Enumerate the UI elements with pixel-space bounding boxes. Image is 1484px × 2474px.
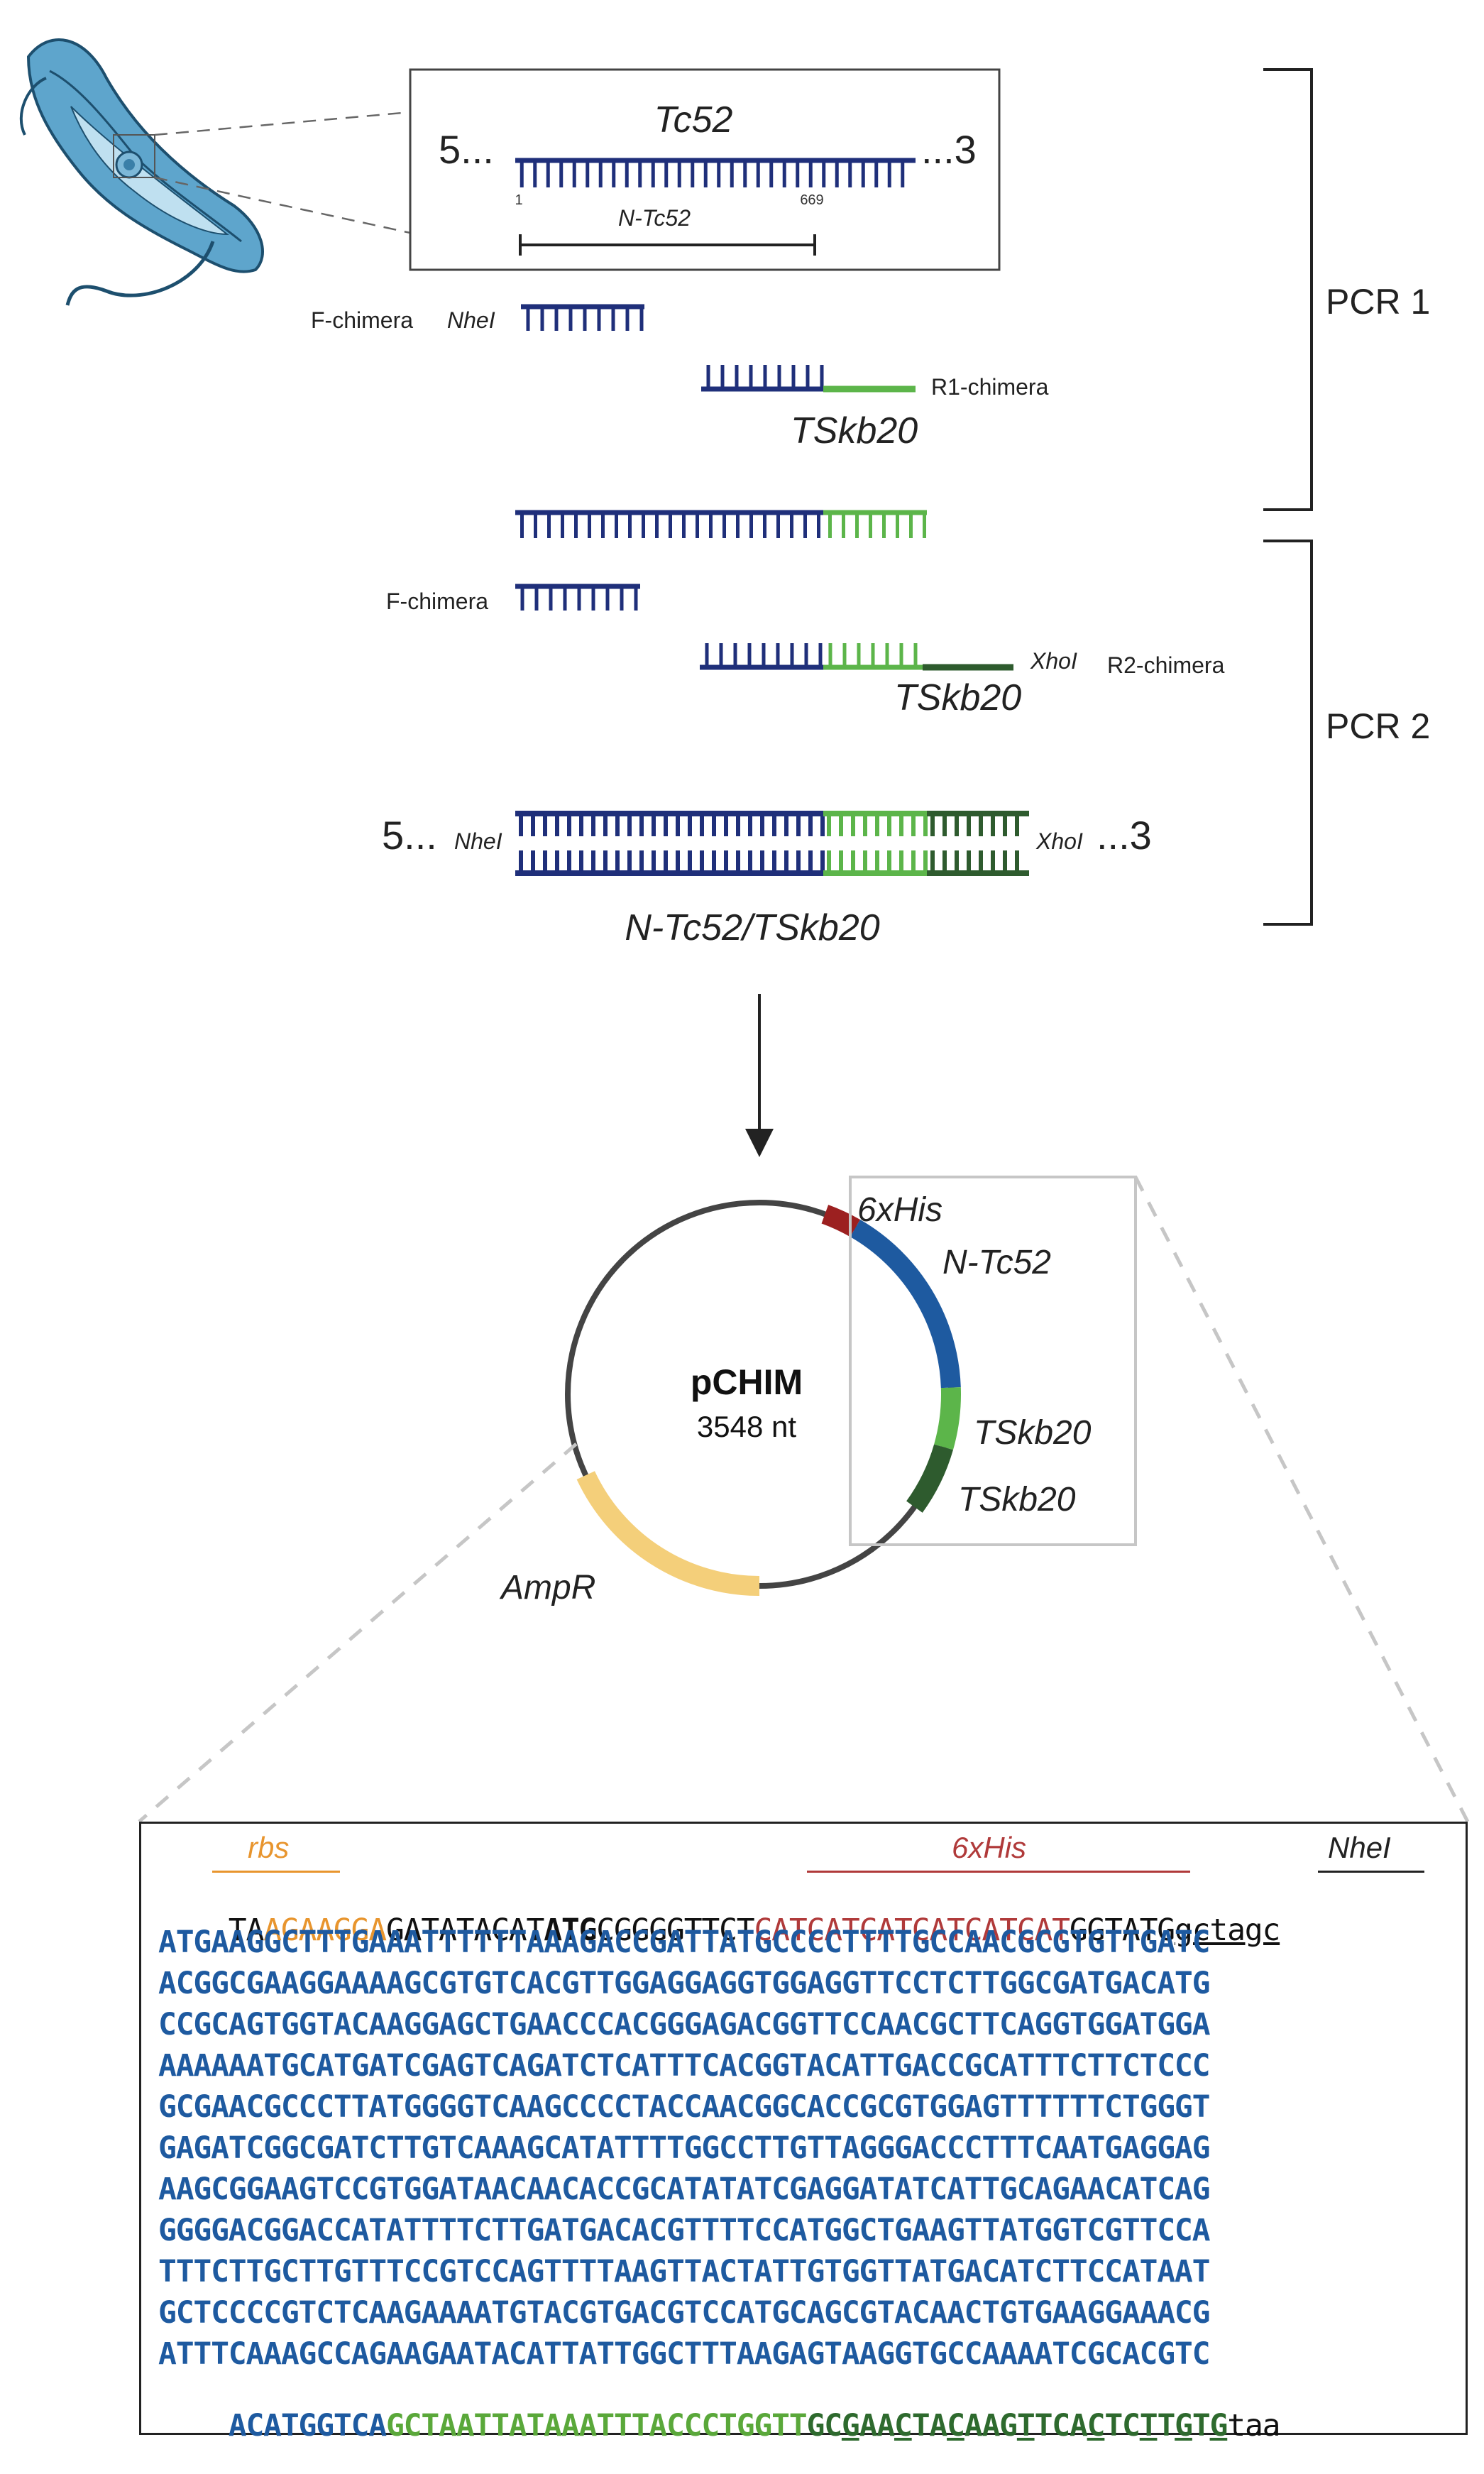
seq-zoom-line-left (138, 1443, 578, 1823)
seq0-nhei-site: gctagc (1175, 1912, 1280, 1948)
nhei-line (1318, 1871, 1424, 1873)
rbs-label: rbs (248, 1831, 290, 1864)
plasmid-name: pCHIM (691, 1362, 803, 1402)
pcr1-r1-chimera-label: R1-chimera (931, 374, 1049, 400)
tick-end-label: 669 (800, 192, 823, 208)
seq12-dg-8: TCA (1034, 2408, 1088, 2443)
seq-line-2: ACGGCGAAGGAAAAGCGTGTCACGTTGGAGGAGGTGGAGG… (158, 1966, 1210, 2001)
pcr2-r2-chimera-label: R2-chimera (1107, 652, 1225, 678)
tc52-label: Tc52 (654, 99, 733, 141)
seq-line-10: GCTCCCCGTCTCAAGAAAATGTACGTGACGTCCATGCAGC… (158, 2295, 1210, 2331)
pcr1-f-primer (521, 304, 644, 331)
his-line (807, 1871, 1190, 1873)
seq-line-3: CCGCAGTGGTACAAGGAGCTGAACCCACGGGAGACGGTTC… (158, 2007, 1210, 2042)
ntc52-top-label: N-Tc52 (618, 205, 691, 231)
product-five-prime-label: 5... (382, 813, 437, 858)
seq0-c: CGGGGTTCT (596, 1912, 754, 1948)
pcr2-label: PCR 2 (1326, 706, 1430, 746)
seq0-d: GGTATG (1069, 1912, 1175, 1948)
plasmid-ntc52-label: N-Tc52 (942, 1244, 1051, 1281)
seq12-blue: ACATGGTCA (228, 2408, 387, 2443)
seq12-dg-2: AA (859, 2408, 896, 2443)
product-name-label: N-Tc52/TSkb20 (625, 907, 879, 948)
plasmid-his-label: 6xHis (857, 1191, 942, 1229)
seq12-stop: taa (1227, 2408, 1280, 2443)
seq12-dg-14: T (1192, 2408, 1211, 2443)
seq-line-12: ACATGGTCAGCTAATTATAAATTTACCCTGGTTGCGAACT… (158, 2380, 1281, 2472)
seq12-dg-6: AAG (964, 2408, 1018, 2443)
rbs-line (212, 1871, 340, 1873)
seq0-b: GATATACAT (385, 1912, 544, 1948)
seq12-dg-11: T (1139, 2408, 1158, 2443)
seq12-dg-10: TC (1104, 2408, 1141, 2443)
seq-line-6: GAGATCGGCGATCTTGTCAAAGCATATTTTGGCCTTGTTA… (158, 2130, 1210, 2166)
three-prime-label: ...3 (921, 127, 977, 172)
tick-start-label: 1 (515, 192, 522, 208)
sequence-panel: rbs 6xHis NheI TAAGAAGGAGATATACATATGCGGG… (139, 1822, 1468, 2441)
pcr1-r1-primer (701, 365, 916, 393)
pcr1-tskb20-label: TSkb20 (791, 410, 918, 451)
pcr2-f-primer (515, 584, 640, 611)
product-nhei-label: NheI (454, 828, 502, 854)
seq12-green: GCTAATTATAAATTTACCCTGGTT (385, 2408, 808, 2443)
tc52-strand (515, 158, 916, 187)
seq-line-11: ATTTCAAAGCCAGAAGAATACATTATTGGCTTTAAGAGTA… (158, 2336, 1210, 2372)
pcr1-bracket (1263, 68, 1313, 511)
zoom-line-bottom (154, 176, 411, 234)
nhei-label: NheI (1328, 1831, 1391, 1864)
five-prime-label: 5... (439, 127, 494, 172)
seq-line-4: AAAAAATGCATGATCGAGTCAGATCTCATTTCACGGTACA… (158, 2048, 1210, 2084)
seq12-dg-7: T (1016, 2408, 1035, 2443)
seq12-dg-15: G (1209, 2408, 1229, 2443)
product-xhoi-label: XhoI (1035, 828, 1083, 854)
pcr2-r2-primer (700, 643, 1013, 671)
seq0-his: CATCATCATCATCATCAT (754, 1912, 1070, 1948)
seq-line-5: GCGAACGCCCTTATGGGGTCAAGCCCCTACCAACGGCACC… (158, 2089, 1210, 2125)
seq-line-7: AAGCGGAAGTCCGTGGATAACAACACCGCATATATCGAGG… (158, 2172, 1210, 2207)
pcr1-f-chimera-label: F-chimera (311, 307, 413, 333)
insert-zoom-box (849, 1176, 1137, 1546)
seq12-dg-0: GC (806, 2408, 843, 2443)
seq0-atg: ATG (544, 1912, 597, 1948)
pcr1-product-strand (515, 510, 927, 538)
pcr2-xhoi-label: XhoI (1030, 648, 1077, 674)
his-label: 6xHis (952, 1831, 1027, 1864)
product-three-prime-label: ...3 (1096, 813, 1152, 858)
final-product-duplex (515, 811, 1029, 876)
seq-line-0: TAAGAAGGAGATATACATATGCGGGGTTCTCATCATCATC… (158, 1885, 1281, 1976)
seq0-rbs: AGAAGGA (263, 1912, 387, 1948)
plasmid-ampr-label: AmpR (499, 1569, 595, 1607)
zoom-line-top (154, 111, 411, 136)
seq0-a: TA (228, 1912, 265, 1948)
plasmid-tskb20-b-label: TSkb20 (958, 1481, 1076, 1518)
pcr1-label: PCR 1 (1326, 282, 1430, 322)
pchim-plasmid-map (565, 1200, 961, 1596)
seq12-dg-3: C (894, 2408, 913, 2443)
plasmid-size: 3548 nt (697, 1410, 796, 1443)
plasmid-tskb20-a-label: TSkb20 (974, 1414, 1092, 1452)
seq12-dg-4: TA (911, 2408, 948, 2443)
seq12-dg-12: T (1157, 2408, 1175, 2443)
seq12-dg-1: G (841, 2408, 860, 2443)
trypanosome-illustration (19, 38, 264, 306)
seq-line-9: TTTCTTGCTTGTTTCCGTCCAGTTTTAAGTTACTATTGTG… (158, 2254, 1210, 2289)
seq-line-1: ATGAAGGCTTTGAAATTTTTTAAAGACCGATTATGCCCCT… (158, 1925, 1210, 1960)
seq12-dg-9: C (1087, 2408, 1106, 2443)
pcr2-f-chimera-label: F-chimera (386, 589, 488, 614)
seq-zoom-line-right (1133, 1176, 1470, 1823)
seq12-dg-13: G (1175, 2408, 1193, 2443)
pcr2-tskb20-label: TSkb20 (894, 677, 1021, 718)
seq-line-8: GGGGACGGACCATATTTTCTTGATGACACGTTTTCCATGG… (158, 2213, 1210, 2248)
cloning-arrow-head (745, 1129, 774, 1157)
seq12-dg-5: C (947, 2408, 965, 2443)
ntc52-span-bracket (519, 234, 816, 256)
pcr2-bracket (1263, 540, 1313, 926)
pcr1-nhei-label: NheI (447, 307, 495, 333)
